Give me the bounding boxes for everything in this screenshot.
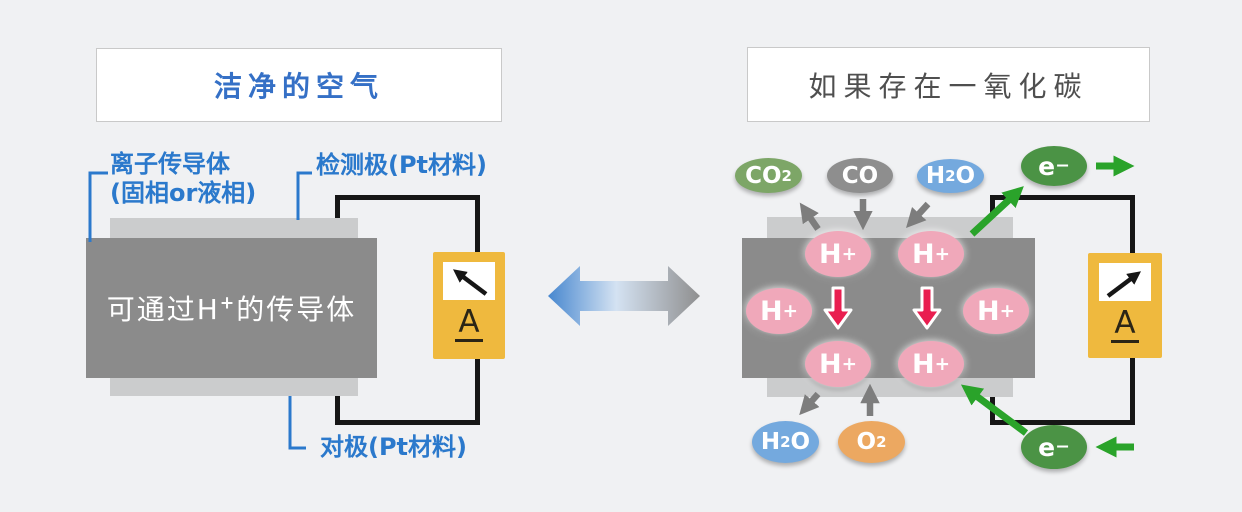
left-ammeter-label: A (455, 305, 483, 342)
left-block-text: 可通过H+的传导体 (106, 293, 357, 326)
co2-out-arrow (799, 202, 821, 231)
electron-in-arrow (960, 384, 1029, 436)
h2o-out-arrow (799, 391, 821, 416)
right-panel-title: 如果存在一氧化碳 (808, 69, 1089, 103)
bidirectional-arrow-icon (548, 266, 700, 326)
h-plus-ion-1: H+ (805, 231, 871, 277)
left-ammeter-needle-icon (453, 269, 488, 296)
electron-top: e− (1021, 146, 1087, 186)
h2o-in-arrow (906, 201, 931, 228)
right-ammeter-needle-icon (1106, 271, 1141, 298)
left-panel-title-box: 洁净的空气 (96, 48, 502, 122)
left-ammeter: A (433, 252, 505, 359)
detection-electrode-label: 检测极(Pt材料) (316, 151, 487, 179)
electron-bottom: e− (1021, 425, 1087, 469)
right-ammeter: A (1088, 253, 1162, 358)
h-plus-ion-5: H+ (805, 341, 871, 387)
h-plus-flow-arrow-1 (823, 286, 853, 330)
h-plus-ion-2: H+ (898, 231, 964, 277)
ion-conductor-bracket (88, 171, 108, 242)
electron-out-arrow (969, 186, 1024, 237)
ion-conductor-label-line1: 离子传导体 (110, 150, 230, 178)
right-ammeter-display (1099, 263, 1151, 301)
left-ammeter-display (443, 262, 495, 300)
h-plus-ion-3: H+ (746, 288, 812, 334)
left-callout-brackets (88, 171, 312, 450)
right-panel-arrows (799, 155, 1135, 458)
counter-electrode-label: 对极(Pt材料) (320, 433, 467, 461)
ion-conductor-label: 离子传导体 (固相or液相) (110, 150, 256, 208)
h-plus-flow-arrow-2 (912, 286, 942, 330)
ion-conductor-label-line2: (固相or液相) (110, 179, 257, 207)
needle-rest-position (453, 269, 488, 296)
h-plus-ion-6: H+ (898, 341, 964, 387)
left-ion-conductor-block: 可通过H+的传导体 (86, 238, 377, 378)
right-ammeter-label: A (1111, 306, 1139, 343)
detection-electrode-bracket (296, 171, 312, 220)
counter-electrode-bracket (288, 396, 306, 450)
co-molecule: CO (827, 158, 893, 193)
right-panel-title-box: 如果存在一氧化碳 (747, 47, 1150, 122)
needle-deflected-position (1106, 271, 1141, 298)
h-plus-ion-4: H+ (963, 288, 1029, 334)
left-panel-title: 洁净的空气 (213, 70, 384, 103)
